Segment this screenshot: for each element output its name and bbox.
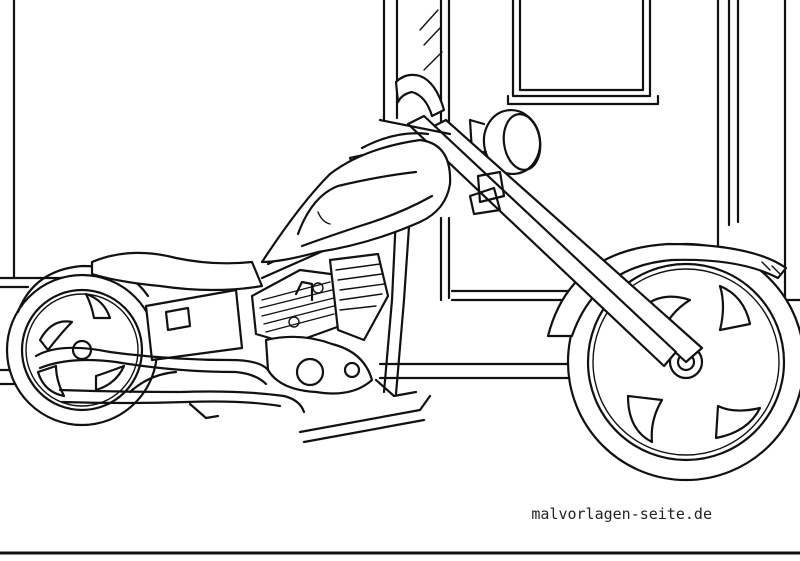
headlight [470, 106, 544, 177]
watermark-text: malvorlagen-seite.de [531, 505, 712, 523]
rear-fender-seat [18, 253, 262, 312]
exhaust-pipes [36, 348, 304, 412]
engine [146, 254, 388, 394]
front-fork [408, 116, 702, 366]
foot-controls [190, 380, 416, 418]
fender-detail [762, 262, 780, 274]
fuel-tank [262, 140, 450, 262]
